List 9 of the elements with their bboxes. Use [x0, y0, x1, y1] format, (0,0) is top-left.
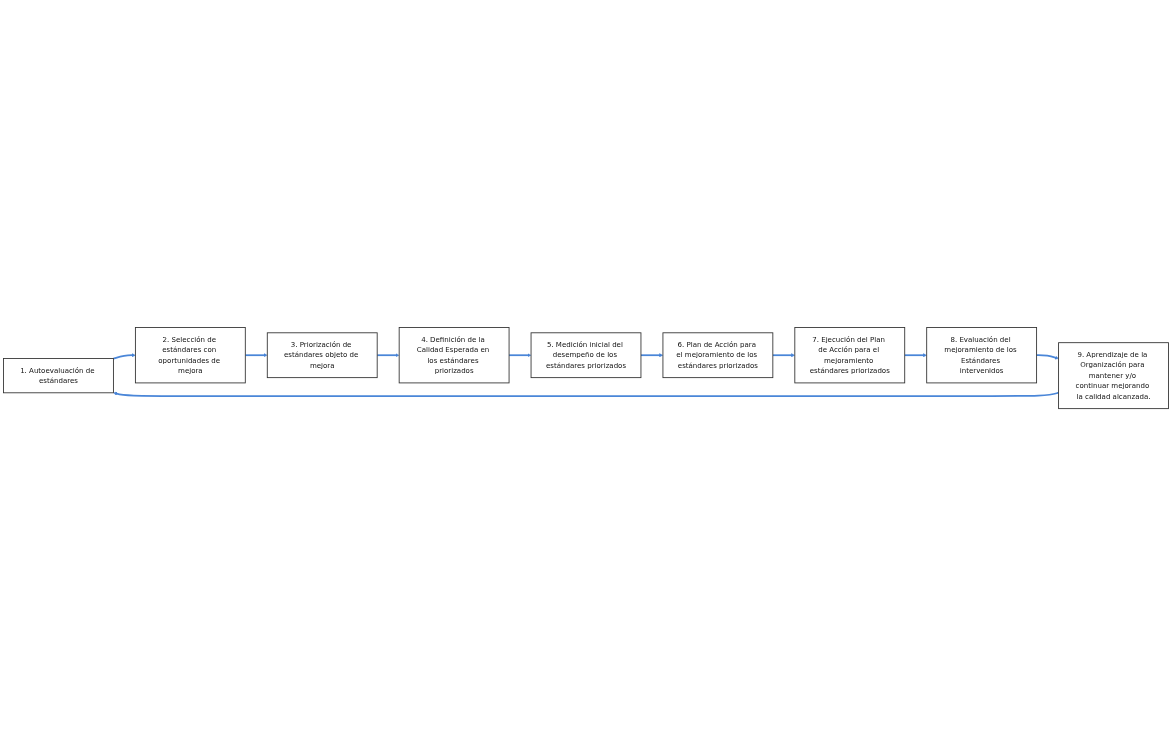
arrow — [112, 353, 136, 360]
arrow — [640, 353, 664, 358]
arrow — [113, 391, 1060, 397]
arrow — [771, 353, 795, 358]
arrow — [1035, 354, 1059, 360]
arrow — [903, 353, 927, 358]
arrow — [244, 353, 268, 358]
arrow — [376, 353, 400, 358]
arrow — [508, 353, 532, 358]
